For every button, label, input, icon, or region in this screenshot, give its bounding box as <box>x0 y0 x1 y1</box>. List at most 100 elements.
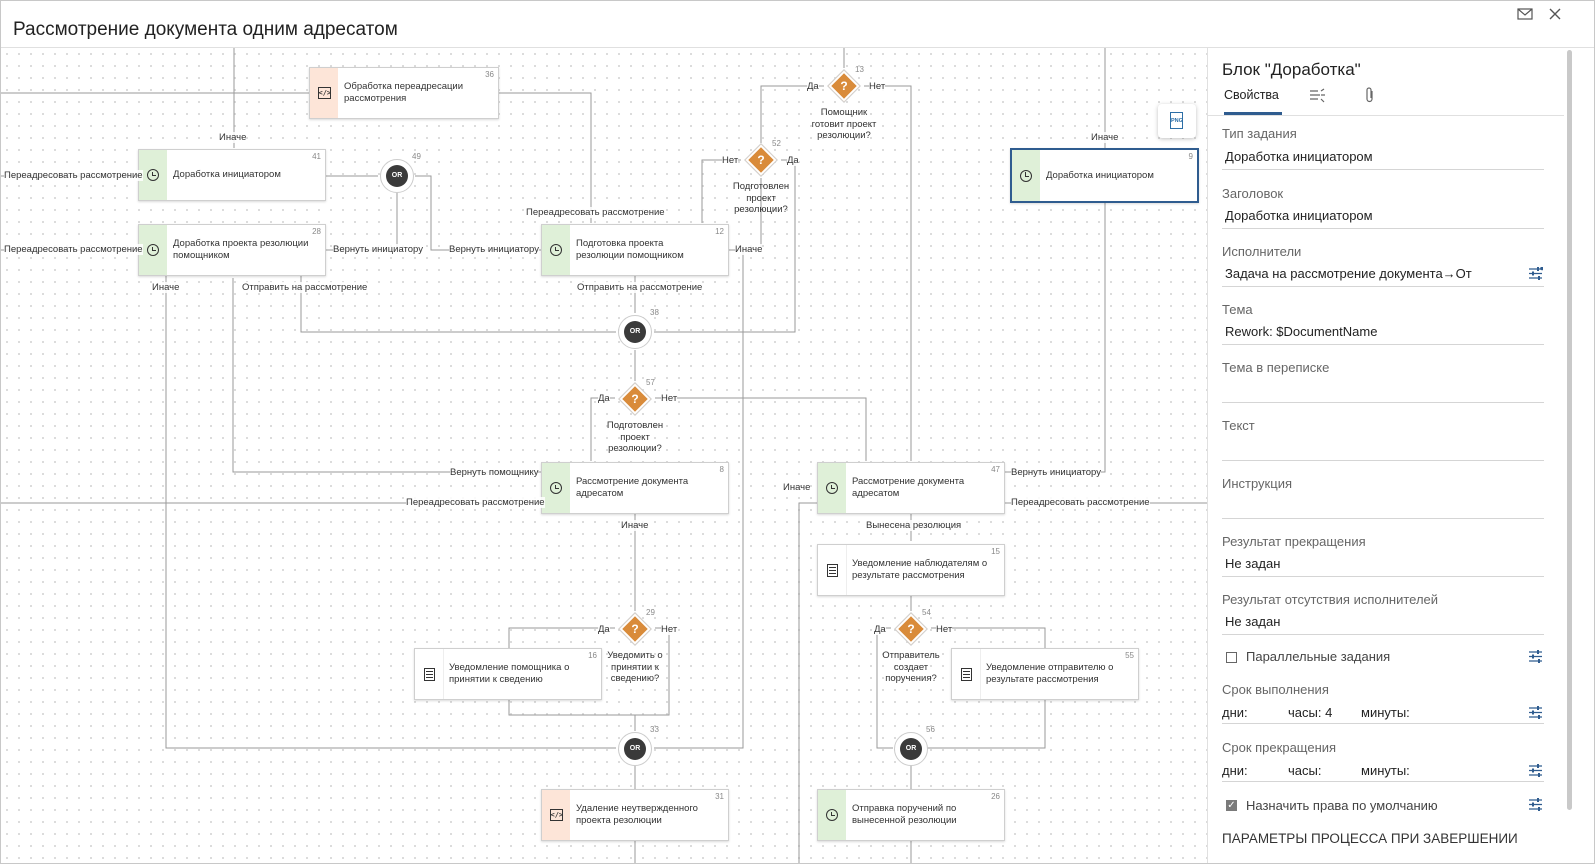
conn-label: Иначе <box>735 244 763 255</box>
window-title: Рассмотрение документа одним адресатом <box>13 19 398 40</box>
header-field[interactable]: Доработка инициатором <box>1225 208 1373 223</box>
png-icon: PNG <box>1170 112 1183 129</box>
or-label: OR <box>386 165 408 187</box>
settings-sliders-icon[interactable] <box>1528 764 1543 777</box>
decision-57-text: Подготовлен проект резолюции? <box>606 420 664 454</box>
question-icon: ? <box>631 392 639 406</box>
conn-label: Переадресовать рассмотрение <box>526 207 665 218</box>
panel-scrollbar[interactable] <box>1564 48 1576 863</box>
abort-minutes[interactable]: минуты: <box>1361 763 1410 778</box>
export-png-button[interactable]: PNG <box>1158 104 1196 138</box>
decision-54[interactable]: ? 54 <box>895 608 931 645</box>
script-strip: </> <box>542 790 570 840</box>
settings-sliders-icon[interactable] <box>1528 267 1543 280</box>
settings-sliders-icon[interactable] <box>1528 650 1543 663</box>
block-8[interactable]: Рассмотрение документа адресатом 8 <box>541 462 729 514</box>
default-rights-label: Назначить права по умолчанию <box>1246 798 1438 813</box>
block-36[interactable]: </> Обработка переадресации рассмотрения… <box>309 67 499 119</box>
script-strip: </> <box>310 68 338 118</box>
diagram-canvas[interactable]: </> Обработка переадресации рассмотрения… <box>1 48 1227 863</box>
question-icon: ? <box>757 153 765 167</box>
block-26[interactable]: Отправка поручений по вынесенной резолюц… <box>817 789 1005 841</box>
decision-29[interactable]: ? 29 <box>619 608 655 645</box>
block-16[interactable]: Уведомление помощника о принятии к сведе… <box>414 648 602 700</box>
block-41[interactable]: Доработка инициатором 41 <box>138 149 326 201</box>
decision-52[interactable]: ? 52 <box>745 139 781 176</box>
block-label: Отправка поручений по вынесенной резолюц… <box>852 803 957 826</box>
or-node-33[interactable]: OR 33 <box>618 725 659 766</box>
block-label: Доработка инициатором <box>1046 169 1154 181</box>
block-28[interactable]: Доработка проекта резолюции помощником 2… <box>138 224 326 276</box>
block-47[interactable]: Рассмотрение документа адресатом 47 <box>817 462 1005 514</box>
block-number: 55 <box>1125 651 1134 660</box>
block-number: 16 <box>588 651 597 660</box>
text-label: Текст <box>1222 418 1255 433</box>
clock-icon <box>147 169 159 181</box>
parallel-tasks-label: Параллельные задания <box>1246 649 1391 664</box>
or-node-38[interactable]: OR 38 <box>618 308 659 349</box>
task-type-label: Тип задания <box>1222 126 1297 141</box>
conn-label: Иначе <box>152 282 180 293</box>
performers-field[interactable]: Задача на рассмотрение документа→От <box>1225 266 1472 281</box>
deadline-hours[interactable]: часы: 4 <box>1288 705 1333 720</box>
block-9-selected[interactable]: Доработка инициатором 9 <box>1010 148 1199 203</box>
or-node-49[interactable]: OR 49 <box>380 152 421 193</box>
task-strip <box>542 225 570 275</box>
settings-sliders-icon[interactable] <box>1528 798 1543 811</box>
decision-57[interactable]: ? 57 <box>619 378 655 415</box>
block-label: Подготовка проекта резолюции помощником <box>576 238 684 261</box>
or-label: OR <box>624 321 646 343</box>
block-label: Доработка проекта резолюции помощником <box>173 238 309 261</box>
mail-icon[interactable] <box>1517 7 1533 23</box>
decision-52-text: Подготовлен проект резолюции? <box>732 181 790 215</box>
conn-label: Переадресовать рассмотрение <box>4 170 143 181</box>
settings-sliders-icon[interactable] <box>1528 706 1543 719</box>
block-label: Удаление неутвержденного проекта резолюц… <box>576 803 698 826</box>
block-15[interactable]: Уведомление наблюдателям о результате ра… <box>817 544 1005 596</box>
clock-icon <box>550 482 562 494</box>
subject-field[interactable]: Rework: $DocumentName <box>1225 324 1378 339</box>
tab-properties[interactable]: Свойства <box>1224 88 1279 102</box>
conn-label: Вернуть инициатору <box>333 244 423 255</box>
instruction-label: Инструкция <box>1222 476 1292 491</box>
parallel-tasks-checkbox[interactable] <box>1226 652 1237 663</box>
block-number: 28 <box>312 227 321 236</box>
or-number: 38 <box>650 308 659 317</box>
block-12[interactable]: Подготовка проекта резолюции помощником … <box>541 224 729 276</box>
default-rights-checkbox[interactable]: ✓ <box>1226 800 1237 811</box>
block-55[interactable]: Уведомление отправителю о результате рас… <box>951 648 1139 700</box>
scrollbar-thumb[interactable] <box>1567 50 1572 810</box>
title-divider <box>1 47 1594 48</box>
abort-hours[interactable]: часы: <box>1288 763 1322 778</box>
instruction-field[interactable] <box>1222 518 1544 519</box>
field-underline <box>1222 228 1544 229</box>
deadline-days[interactable]: дни: <box>1222 705 1248 720</box>
abort-result-select[interactable]: Не задан <box>1225 556 1281 571</box>
task-type-field[interactable]: Доработка инициатором <box>1225 149 1373 164</box>
field-underline <box>1222 781 1544 782</box>
decision-29-text: Уведомить о принятии к сведению? <box>607 650 663 684</box>
decision-number: 52 <box>772 139 781 148</box>
clock-icon <box>147 244 159 256</box>
block-number: 8 <box>719 465 724 474</box>
deadline-minutes[interactable]: минуты: <box>1361 705 1410 720</box>
notice-strip <box>415 649 444 699</box>
abort-days[interactable]: дни: <box>1222 763 1248 778</box>
or-node-56[interactable]: OR 56 <box>894 725 935 766</box>
conn-label-yes: Да <box>874 624 886 635</box>
no-performers-label: Результат отсутствия исполнителей <box>1222 592 1439 607</box>
tab-attachments[interactable] <box>1364 87 1376 107</box>
decision-13[interactable]: ? 13 <box>828 65 864 102</box>
block-number: 36 <box>485 70 494 79</box>
block-31[interactable]: </> Удаление неутвержденного проекта рез… <box>541 789 729 841</box>
block-label: Рассмотрение документа адресатом <box>576 476 689 499</box>
thread-subject-field[interactable] <box>1222 402 1544 403</box>
conn-label: Иначе <box>219 132 247 143</box>
tabs-divider <box>1208 115 1564 116</box>
close-icon[interactable] <box>1547 7 1563 23</box>
no-performers-select[interactable]: Не задан <box>1225 614 1281 629</box>
block-label: Уведомление помощника о принятии к сведе… <box>449 662 570 685</box>
tab-conditions[interactable] <box>1308 88 1326 107</box>
text-field[interactable] <box>1222 460 1544 461</box>
question-icon: ? <box>631 622 639 636</box>
